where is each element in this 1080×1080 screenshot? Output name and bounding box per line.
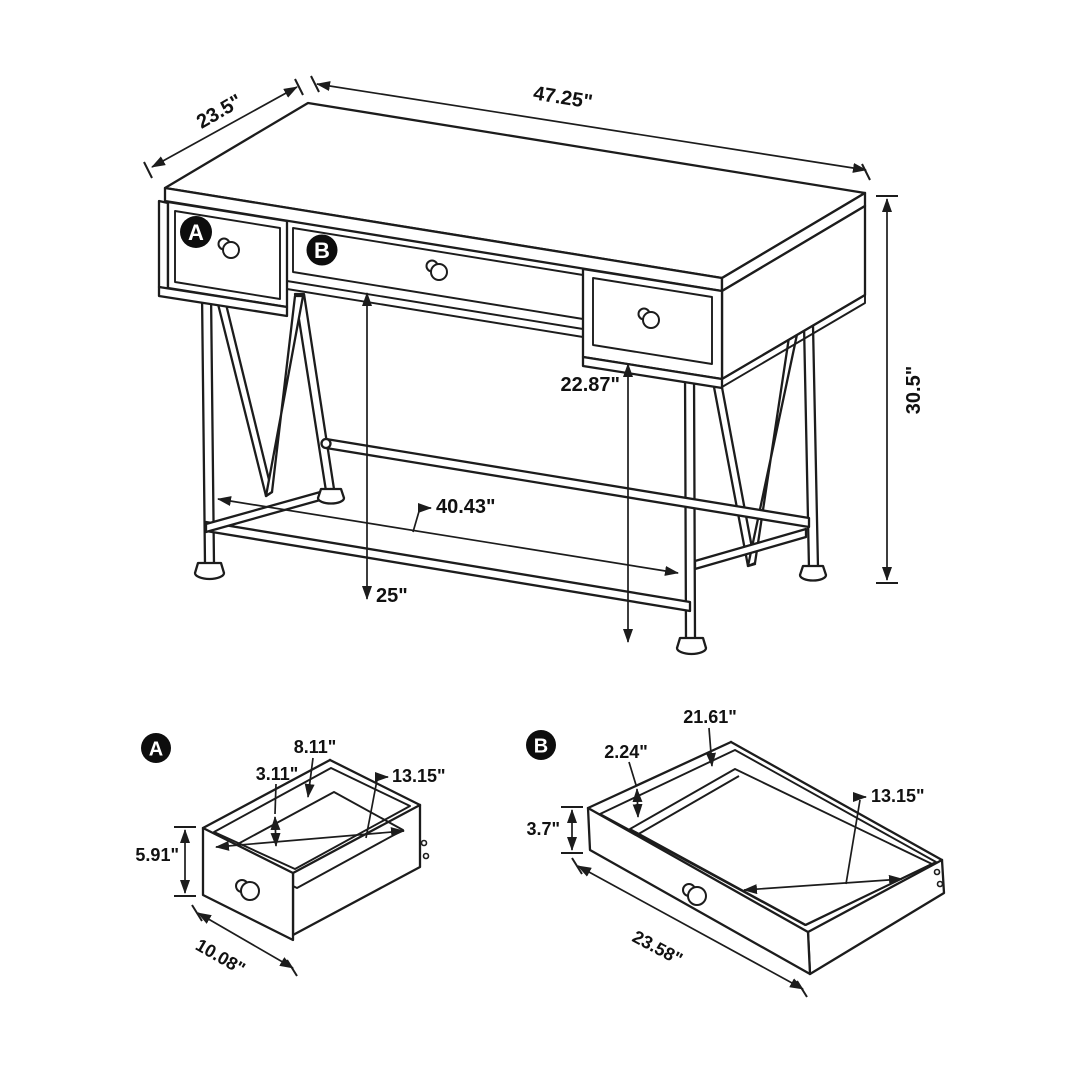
svg-text:B: B	[534, 736, 548, 758]
v-brace-left	[214, 294, 274, 498]
dim-a-front-width-label: 10.08"	[192, 935, 248, 979]
dim-depth-label: 23.5"	[193, 90, 246, 133]
drawer-a-right-wall	[291, 803, 422, 937]
badge-a: A	[180, 216, 212, 248]
foot-back-right	[798, 564, 828, 582]
drawer-knob-icon	[217, 237, 240, 259]
badge-b: B	[306, 234, 338, 266]
dim-width-label: 47.25"	[532, 82, 594, 113]
drawer-b-detail-view: B 21.61" 2.24" 3.7"	[526, 707, 946, 998]
drawer-knob-icon	[425, 259, 448, 281]
drawer-knob-icon	[235, 879, 260, 901]
drawer-b-right-wall	[806, 858, 946, 976]
svg-text:B: B	[314, 238, 330, 263]
drawer-a-inner-rim	[213, 767, 411, 870]
dim-height-label: 30.5"	[903, 366, 925, 414]
badge-a-detail: A	[141, 733, 171, 763]
dim-b-front-width-label: 23.58"	[629, 926, 686, 969]
main-dimensions: 23.5" 47.25" 30.5" 22.87" 40.43" 25"	[143, 75, 925, 643]
dim-a-inner-diagonal-label: 13.15"	[392, 766, 446, 786]
drawer-a-detail-view: A 5.91" 10.08" 3.11"	[135, 733, 446, 979]
foot-back-left	[316, 487, 346, 505]
dim-b-wall-height-label: 2.24"	[604, 742, 648, 762]
foot-front-right	[675, 636, 708, 656]
dim-b-front-height-label: 3.7"	[526, 819, 560, 839]
foot-front-left	[193, 561, 226, 581]
right-end-rail	[693, 527, 808, 571]
dim-knee-clearance-label: 25"	[376, 585, 408, 607]
dim-inner-span-label: 40.43"	[436, 496, 496, 518]
drawer-a-front	[174, 210, 281, 300]
desk-body: A B	[157, 101, 867, 390]
detail-b-dimensions: 21.61" 2.24" 3.7" 13.15" 23.58"	[526, 707, 925, 998]
dim-clearance-height-label: 22.87"	[560, 374, 620, 396]
svg-text:A: A	[149, 739, 163, 761]
svg-text:A: A	[188, 220, 204, 245]
dim-b-inner-diagonal-label: 13.15"	[871, 786, 925, 806]
badge-b-detail: B	[526, 730, 556, 760]
v-brace-right	[708, 364, 757, 568]
dim-a-inner-width-label: 8.11"	[294, 737, 337, 757]
dim-a-inner-height-label: 3.11"	[256, 764, 299, 784]
drawer-knob-icon	[637, 307, 660, 329]
dim-a-front-height-label: 5.91"	[135, 845, 179, 865]
drawer-right-front	[592, 277, 713, 365]
dim-b-inner-length-label: 21.61"	[683, 707, 737, 727]
main-desk-view: A B 23.5" 47.25" 30.5"	[143, 75, 925, 656]
